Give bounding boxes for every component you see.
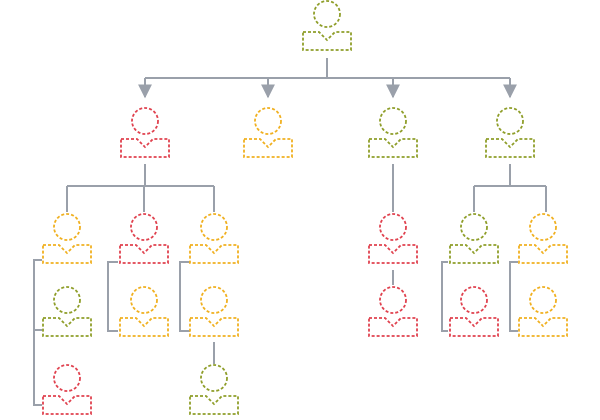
person-icon-c2 xyxy=(368,286,418,337)
person-body xyxy=(243,138,293,158)
person-head xyxy=(53,286,81,314)
person-body xyxy=(189,395,239,415)
person-icon-c1 xyxy=(368,213,418,264)
person-head xyxy=(313,0,341,28)
person-head xyxy=(53,213,81,241)
connector-a3-children xyxy=(179,261,190,332)
person-head xyxy=(379,107,407,135)
person-body xyxy=(42,244,92,264)
person-body xyxy=(449,317,499,337)
connector-d2-children xyxy=(509,261,518,332)
people xyxy=(42,0,568,415)
person-head xyxy=(460,286,488,314)
person-icon-a1-2 xyxy=(42,364,92,415)
person-body xyxy=(368,138,418,158)
person-head xyxy=(529,286,557,314)
person-body xyxy=(119,244,169,264)
person-body xyxy=(42,395,92,415)
person-icon-a2-1 xyxy=(119,286,169,337)
person-head xyxy=(130,213,158,241)
person-head xyxy=(200,286,228,314)
person-body xyxy=(368,317,418,337)
connector-a1-children xyxy=(33,259,42,406)
person-icon-a3-2 xyxy=(189,364,239,415)
person-head xyxy=(460,213,488,241)
person-body xyxy=(518,317,568,337)
person-head xyxy=(131,107,159,135)
person-head xyxy=(53,364,81,392)
person-icon-d1-1 xyxy=(449,286,499,337)
person-body xyxy=(302,31,352,51)
person-icon-a3-1 xyxy=(189,286,239,337)
person-head xyxy=(130,286,158,314)
person-head xyxy=(200,364,228,392)
person-body xyxy=(119,317,169,337)
person-head xyxy=(379,286,407,314)
person-icon-c xyxy=(368,107,418,158)
person-icon-a xyxy=(120,107,170,158)
connector-d1-children xyxy=(441,261,448,332)
person-body xyxy=(518,244,568,264)
connectors xyxy=(33,58,547,406)
person-icon-d1 xyxy=(449,213,499,264)
person-body xyxy=(120,138,170,158)
connector-a2-children xyxy=(107,261,118,332)
person-head xyxy=(379,213,407,241)
person-body xyxy=(368,244,418,264)
person-body xyxy=(485,138,535,158)
person-head xyxy=(200,213,228,241)
person-icon-a2 xyxy=(119,213,169,264)
person-icon-a3 xyxy=(189,213,239,264)
person-icon-a1 xyxy=(42,213,92,264)
person-icon-d2 xyxy=(518,213,568,264)
person-head xyxy=(254,107,282,135)
person-icon-a1-1 xyxy=(42,286,92,337)
person-icon-d xyxy=(485,107,535,158)
person-body xyxy=(189,317,239,337)
person-icon-b xyxy=(243,107,293,158)
person-head xyxy=(496,107,524,135)
person-icon-root xyxy=(302,0,352,51)
person-icon-d2-1 xyxy=(518,286,568,337)
person-body xyxy=(449,244,499,264)
person-body xyxy=(189,244,239,264)
person-head xyxy=(529,213,557,241)
person-body xyxy=(42,317,92,337)
